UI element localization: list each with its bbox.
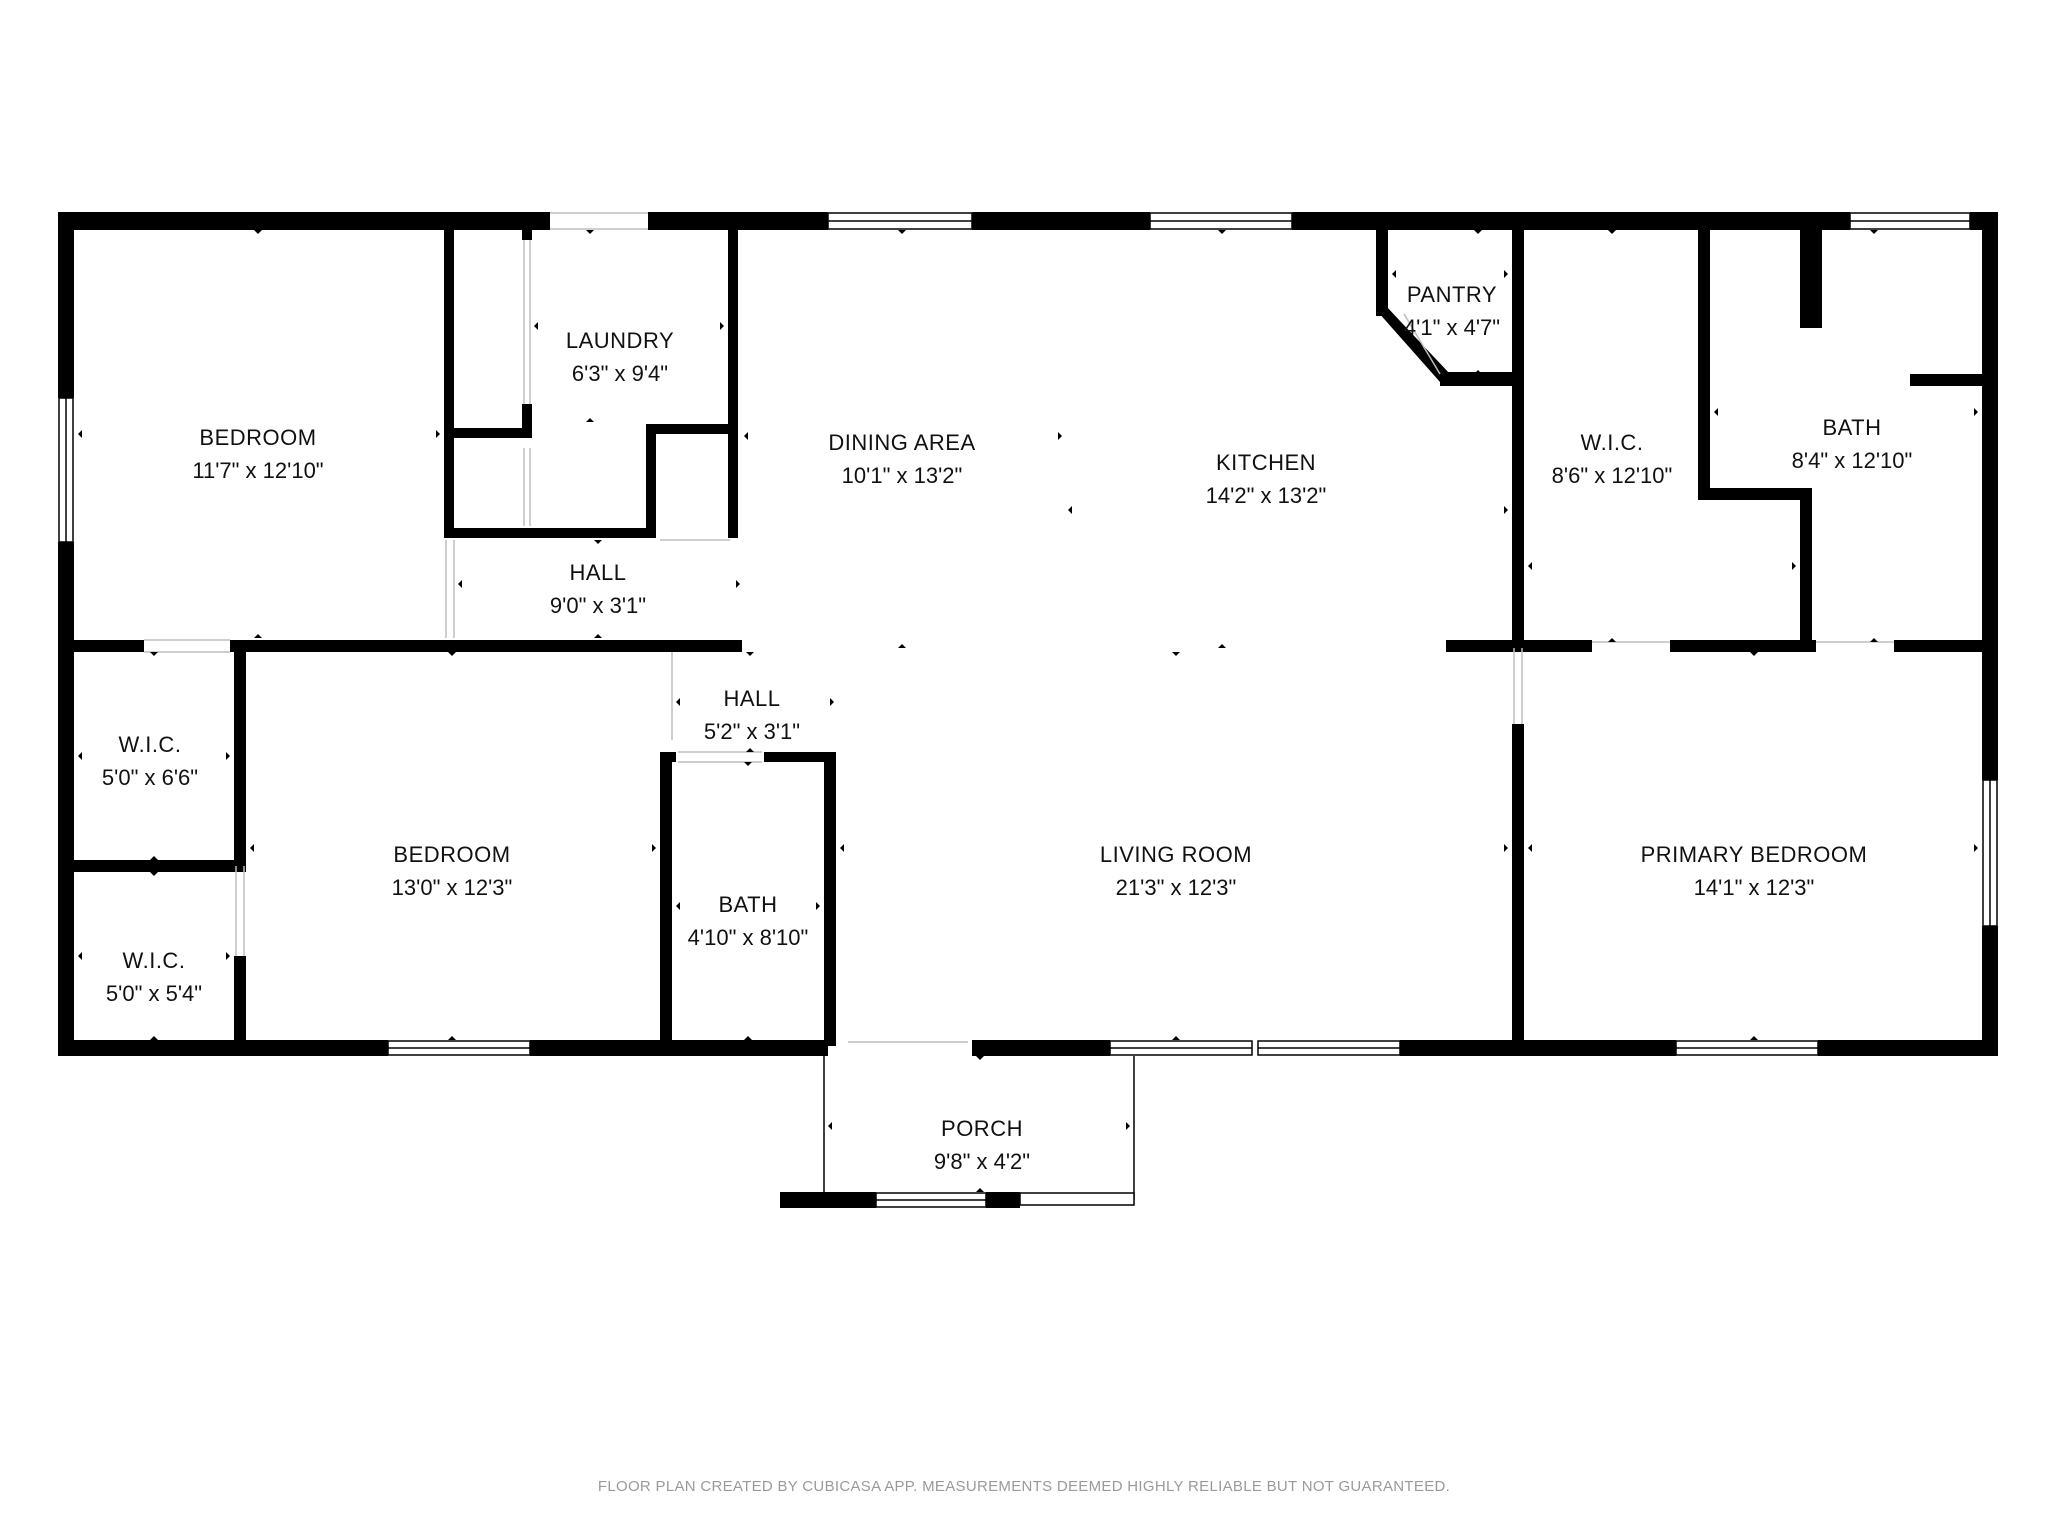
room-dimensions: 14'1" x 12'3" (1694, 875, 1815, 900)
room-dining-area: DINING AREA 10'1" x 13'2" (828, 430, 975, 488)
room-dimensions: 6'3" x 9'4" (572, 361, 668, 386)
interior-walls (58, 226, 1988, 1050)
room-name: LAUNDRY (566, 328, 674, 353)
room-pantry: PANTRY 4'1" x 4'7" (1404, 282, 1500, 340)
room-porch: PORCH 9'8" x 4'2" (934, 1116, 1030, 1174)
room-dimensions: 9'0" x 3'1" (550, 593, 646, 618)
room-living-room: LIVING ROOM 21'3" x 12'3" (1100, 842, 1252, 900)
room-bath-east: BATH 8'4" x 12'10" (1792, 415, 1913, 473)
room-name: BEDROOM (199, 425, 316, 450)
room-wic-east: W.I.C. 8'6" x 12'10" (1552, 430, 1673, 488)
room-name: KITCHEN (1216, 450, 1316, 475)
room-labels: BEDROOM 11'7" x 12'10" LAUNDRY 6'3" x 9'… (102, 282, 1912, 1174)
room-name: HALL (723, 686, 780, 711)
room-dimensions: 21'3" x 12'3" (1116, 875, 1237, 900)
room-dimensions: 5'2" x 3'1" (704, 719, 800, 744)
room-dimensions: 8'4" x 12'10" (1792, 448, 1913, 473)
room-dimensions: 11'7" x 12'10" (192, 458, 323, 483)
door-openings (144, 212, 1894, 956)
room-name: W.I.C. (119, 732, 182, 757)
room-dimensions: 5'0" x 6'6" (102, 765, 198, 790)
room-dimensions: 5'0" x 5'4" (106, 981, 202, 1006)
room-name: BATH (718, 892, 777, 917)
room-name: W.I.C. (123, 948, 186, 973)
room-dimensions: 13'0" x 12'3" (392, 875, 513, 900)
footer-disclaimer: FLOOR PLAN CREATED BY CUBICASA APP. MEAS… (598, 1478, 1450, 1495)
room-laundry: LAUNDRY 6'3" x 9'4" (566, 328, 674, 386)
room-bedroom-nw: BEDROOM 11'7" x 12'10" (192, 425, 323, 483)
room-name: BATH (1822, 415, 1881, 440)
room-wic-sw-2: W.I.C. 5'0" x 5'4" (106, 948, 202, 1006)
dimension-markers (78, 230, 1978, 1192)
room-name: PORCH (941, 1116, 1023, 1141)
room-dimensions: 4'10" x 8'10" (688, 925, 809, 950)
windows (58, 212, 1998, 1056)
room-dimensions: 9'8" x 4'2" (934, 1149, 1030, 1174)
room-hall-lower: HALL 5'2" x 3'1" (704, 686, 800, 744)
porch-structure (780, 1041, 1135, 1208)
room-name: PRIMARY BEDROOM (1641, 842, 1868, 867)
room-name: HALL (569, 560, 626, 585)
room-primary-bedroom: PRIMARY BEDROOM 14'1" x 12'3" (1641, 842, 1868, 900)
room-dimensions: 10'1" x 13'2" (842, 463, 963, 488)
room-dimensions: 14'2" x 13'2" (1206, 483, 1327, 508)
room-dimensions: 4'1" x 4'7" (1404, 315, 1500, 340)
room-wic-sw-1: W.I.C. 5'0" x 6'6" (102, 732, 198, 790)
room-bath-center: BATH 4'10" x 8'10" (688, 892, 809, 950)
room-name: BEDROOM (393, 842, 510, 867)
room-name: PANTRY (1407, 282, 1497, 307)
room-name: LIVING ROOM (1100, 842, 1252, 867)
room-name: DINING AREA (828, 430, 975, 455)
room-bedroom-sw: BEDROOM 13'0" x 12'3" (392, 842, 513, 900)
exterior-walls (58, 212, 1998, 1056)
room-name: W.I.C. (1581, 430, 1644, 455)
room-kitchen: KITCHEN 14'2" x 13'2" (1206, 450, 1327, 508)
room-dimensions: 8'6" x 12'10" (1552, 463, 1673, 488)
room-hall-upper: HALL 9'0" x 3'1" (550, 560, 646, 618)
